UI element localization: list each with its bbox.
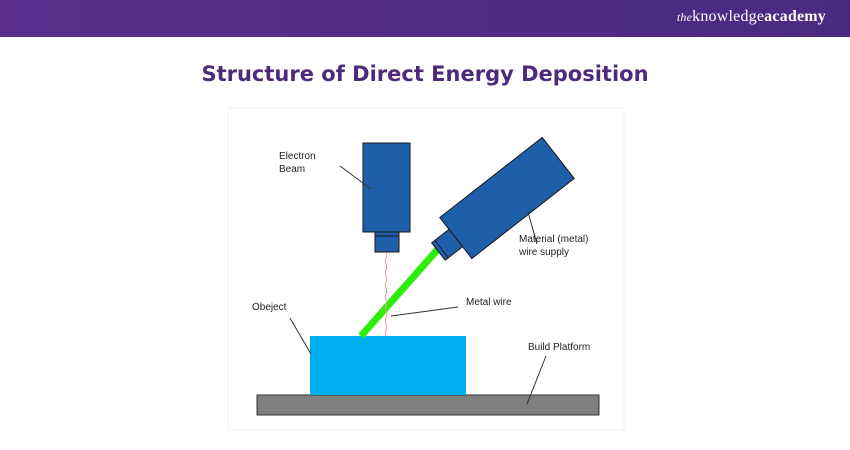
leader-build-platform <box>526 355 547 405</box>
wire-supply-nozzle <box>430 228 464 261</box>
object-block <box>310 336 466 395</box>
metal-wire-beam <box>358 237 449 339</box>
brand-logo[interactable]: theknowledgeacademy <box>677 8 826 26</box>
build-platform <box>256 394 600 416</box>
label-object: Obeject <box>252 302 287 313</box>
page-title: Structure of Direct Energy Deposition <box>201 62 649 86</box>
leader-wire-supply <box>527 211 538 245</box>
label-wire-supply-line1: Material (metal) <box>519 234 588 245</box>
electron-beam-ray <box>384 251 388 337</box>
label-wire-supply-line2: wire supply <box>518 247 569 258</box>
label-build-platform: Build Platform <box>528 342 590 353</box>
header-bar: theknowledgeacademy <box>0 0 850 37</box>
label-metal-wire: Metal wire <box>466 297 512 308</box>
label-electron-beam-line2: Beam <box>279 164 305 175</box>
brand-the: the <box>676 10 693 24</box>
electron-gun-body <box>362 142 411 233</box>
brand-academy: academy <box>764 8 826 25</box>
brand-knowledge: knowledge <box>692 8 765 25</box>
wire-supply <box>430 136 575 261</box>
wire-supply-nozzle-band <box>434 240 449 259</box>
electron-gun-nozzle <box>374 231 400 253</box>
leader-metal-wire <box>390 306 459 317</box>
label-electron-beam-line1: Electron <box>279 151 316 162</box>
leader-object <box>289 317 312 355</box>
leader-electron-beam <box>339 165 372 190</box>
diagram-frame <box>227 107 625 431</box>
